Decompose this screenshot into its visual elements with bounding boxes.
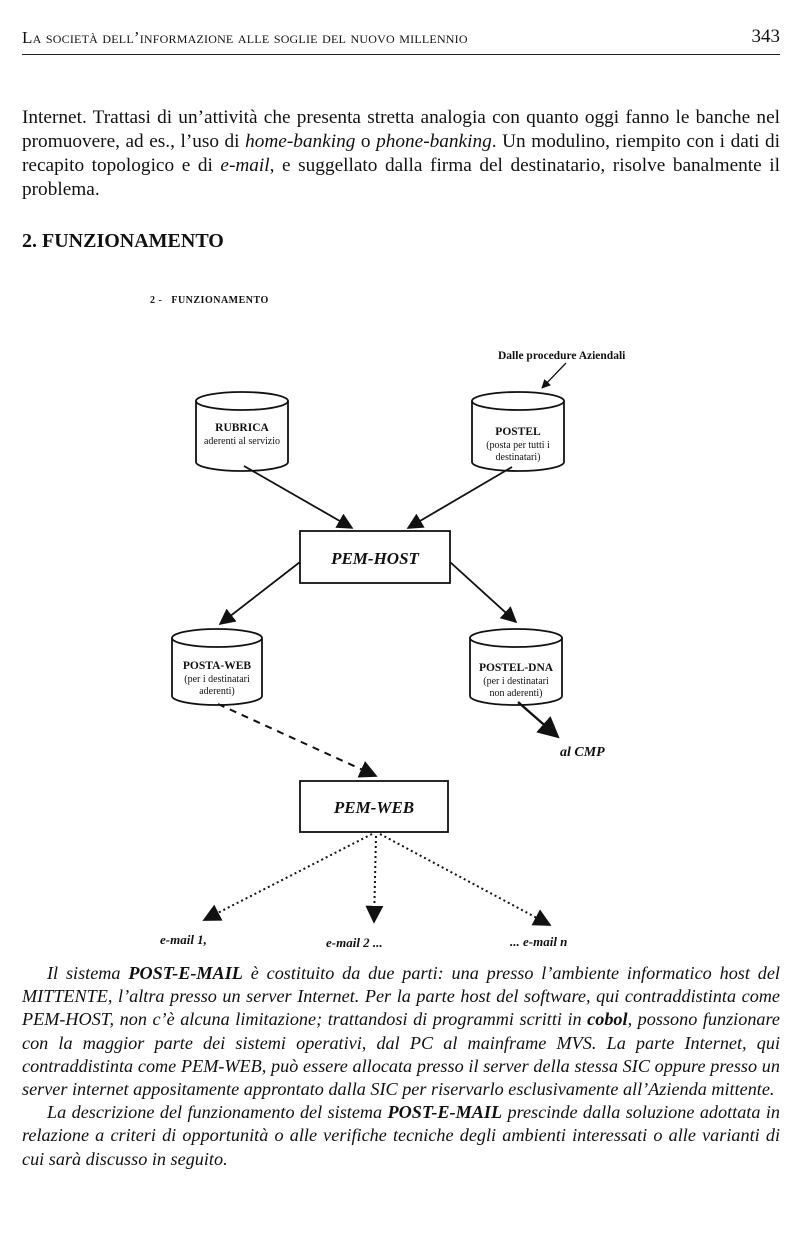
intro-paragraph: Internet. Trattasi di un’attività che pr… [22, 106, 780, 202]
posta-web-database: POSTA-WEB (per i destinatari aderenti) [171, 628, 263, 706]
rubrica-subtitle: aderenti al servizio [204, 436, 280, 447]
intro-text-2: o [355, 131, 377, 152]
source-note: Dalle procedure Aziendali [498, 350, 626, 362]
posta-web-line-1: (per i destinatari [184, 674, 250, 685]
rubrica-database: RUBRICA aderenti al servizio [195, 391, 289, 472]
arrow-pem-host-to-postel-dna [449, 561, 518, 624]
post-e-mail-term: POST-E-MAIL [128, 963, 243, 983]
arrow-rubrica-to-pem-host [243, 465, 354, 529]
postel-dna-line-1: (per i destinatari [483, 676, 549, 687]
pem-host-label: PEM-HOST [330, 549, 419, 568]
email-term: e-mail [220, 155, 270, 176]
pem-web-label: PEM-WEB [333, 798, 414, 817]
postel-dna-database: POSTEL-DNA (per i destinatari non aderen… [469, 628, 563, 706]
p1-text-e: , possono funzionare con la maggior part… [22, 1009, 780, 1100]
arrow-postel-dna-to-cmp [517, 701, 560, 739]
dotted-arrow-email-2 [365, 835, 384, 924]
p2-text-c: prescinde dalla soluzione adottata in re… [22, 1102, 780, 1169]
email-n-label: ... e-mail n [510, 934, 567, 949]
phone-banking-term: phone-banking [376, 131, 492, 152]
postel-database: POSTEL (posta per tutti i destinatari) [471, 391, 565, 472]
running-header: La società dell’informazione alle soglie… [22, 24, 780, 55]
arrow-pem-host-to-posta-web [218, 561, 301, 625]
figure-label: 2 - FUNZIONAMENTO [150, 295, 269, 306]
pem-web-box: PEM-WEB [299, 780, 449, 833]
body-paragraph-1: Il sistema POST-E-MAIL è costituito da d… [22, 962, 780, 1101]
source-note-arrow [541, 362, 567, 389]
intro-text-4: , e suggellato dalla firma del destinata… [22, 155, 780, 200]
cobol-term: cobol [587, 1009, 628, 1030]
dotted-arrow-email-1 [202, 833, 373, 921]
arrow-postel-to-pem-host [406, 466, 513, 529]
dotted-arrow-email-n [379, 833, 552, 926]
postel-title: POSTEL [495, 426, 541, 438]
dashed-arrow-posta-web-to-pem-web [217, 703, 378, 778]
posta-web-title: POSTA-WEB [183, 660, 251, 672]
email-1-label: e-mail 1, [160, 932, 207, 947]
post-e-mail-term-2: POST-E-MAIL [387, 1102, 503, 1123]
body-paragraph-2: La descrizione del funzionamento del sis… [22, 1101, 780, 1171]
p1-text-a: Il sistema [47, 963, 129, 983]
postel-dna-line-2: non aderenti) [489, 688, 542, 699]
intro-text-3: . Un modulino, riempito con i dati di re… [22, 131, 781, 176]
posta-web-line-2: aderenti) [199, 686, 235, 697]
section-heading: 2. FUNZIONAMENTO [22, 230, 224, 252]
home-banking-term: home-banking [245, 131, 356, 152]
pem-host-box: PEM-HOST [299, 530, 451, 584]
flow-diagram: 2 - FUNZIONAMENTO Dalle procedure Aziend… [150, 295, 626, 950]
intro-text-1: Internet. Trattasi di un’attività che pr… [22, 107, 780, 152]
p1-text-c: è costituito da due parti: una presso l’… [22, 963, 780, 1030]
postel-line-1: (posta per tutti i [486, 440, 550, 451]
running-title: La società dell’informazione alle soglie… [22, 28, 468, 47]
postel-dna-title: POSTEL-DNA [479, 662, 554, 674]
postel-line-2: destinatari) [496, 452, 541, 463]
body-text: Il sistema POST-E-MAIL è costituito da d… [22, 962, 780, 1171]
p2-text-a: La descrizione del funzionamento del sis… [47, 1102, 388, 1123]
page-number: 343 [751, 26, 781, 47]
rubrica-title: RUBRICA [215, 422, 269, 434]
email-2-label: e-mail 2 ... [326, 935, 383, 950]
al-cmp-label: al CMP [560, 745, 605, 760]
